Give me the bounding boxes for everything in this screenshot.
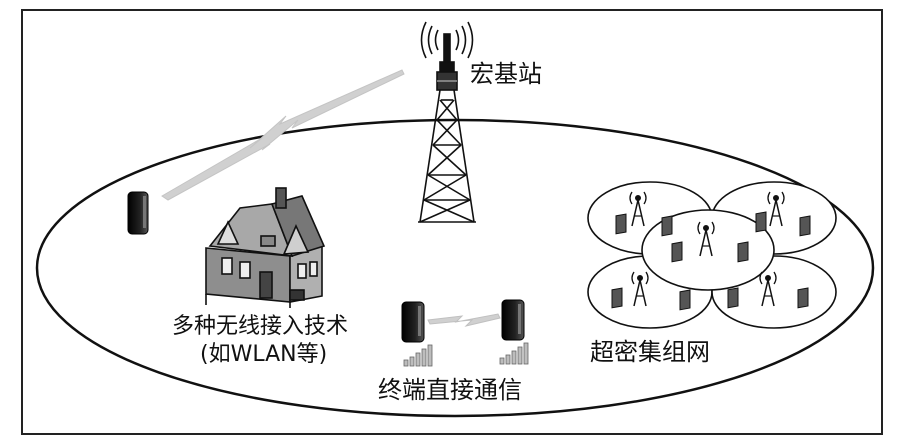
device-tile-icon: [611, 287, 623, 309]
small-cell-antenna-icon: [629, 191, 647, 227]
small-cell-devices: [611, 191, 811, 311]
small-cell-antenna-icon: [697, 221, 715, 257]
house-icon: [205, 187, 326, 308]
small-cell-antenna-icon: [767, 191, 785, 227]
outer-frame: [21, 9, 883, 435]
device-tile-icon: [671, 241, 683, 263]
macro-tower-icon: [418, 21, 476, 223]
device-tile-icon: [679, 289, 691, 311]
signal-bars-icon: [499, 342, 529, 365]
small-cell-antenna-icon: [631, 271, 649, 307]
device-tile-icon: [799, 215, 811, 237]
phone-icon: [127, 191, 149, 235]
device-tile-icon: [661, 215, 673, 237]
small-cell-area: [641, 209, 775, 291]
d2d-phone-left-icon: [401, 301, 425, 343]
multi-access-label-line2: (如WLAN等): [200, 342, 328, 367]
ultra-dense-label: 超密集组网: [590, 338, 710, 366]
device-tile-icon: [797, 287, 809, 309]
d2d-label: 终端直接通信: [378, 376, 522, 404]
d2d-phone-right-icon: [501, 299, 525, 341]
device-tile-icon: [737, 241, 749, 263]
d2d-lightning-link-icon: [427, 313, 501, 327]
device-tile-icon: [615, 213, 627, 235]
multi-access-label-line1: 多种无线接入技术: [172, 314, 349, 339]
macro-base-station-label: 宏基站: [470, 60, 542, 88]
small-cell-antenna-icon: [759, 271, 777, 307]
ultra-dense-cluster: [587, 181, 837, 329]
lightning-link-icon: [161, 69, 405, 201]
device-tile-icon: [727, 287, 739, 309]
device-tile-icon: [755, 211, 767, 233]
signal-bars-icon: [403, 344, 433, 367]
